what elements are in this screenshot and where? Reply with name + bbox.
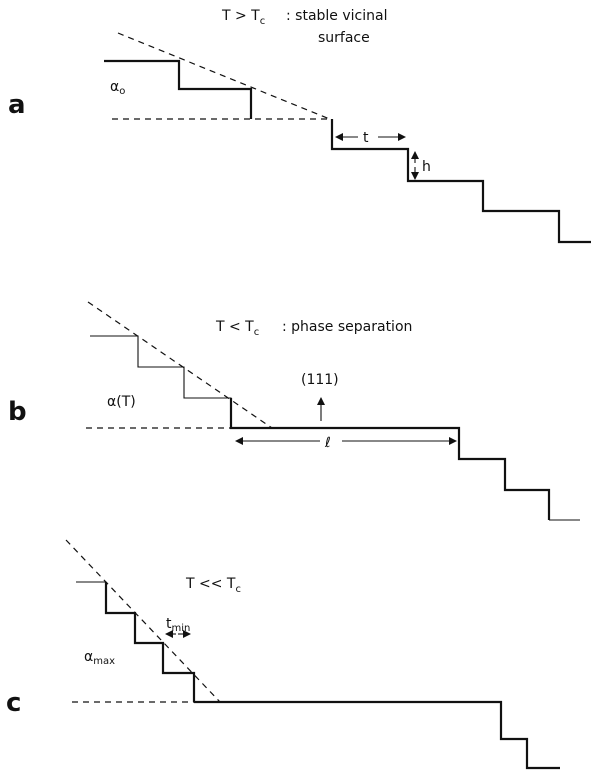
panel-b-letter: b xyxy=(8,397,27,427)
panel-a-height-label: h xyxy=(422,159,431,175)
panel-b-upper-steps xyxy=(90,335,232,428)
panel-a-letter: a xyxy=(8,90,26,120)
panel-c-vicinal-plane-line xyxy=(65,539,221,703)
panel-a-vicinal-plane-line xyxy=(117,32,333,121)
panel-b-description: : phase separation xyxy=(282,319,412,335)
panel-c: c T << Tc αmax tmin xyxy=(6,539,560,770)
panel-c-angle-label: αmax xyxy=(84,649,115,667)
panel-c-upper-steps-bold xyxy=(104,582,196,702)
panel-a-width-label: t xyxy=(363,130,369,146)
panel-a-description-line2: surface xyxy=(318,30,370,46)
panel-b-vicinal-plane-line xyxy=(87,301,273,429)
panel-c-staircase xyxy=(194,700,560,770)
panel-a: a T > Tc : stable vicinal surface αo t h xyxy=(8,8,591,244)
panel-b-angle-label: α(T) xyxy=(107,394,136,410)
panel-a-condition: T > Tc xyxy=(221,8,265,27)
panel-b-staircase xyxy=(229,398,551,520)
panel-a-staircase xyxy=(330,119,591,244)
panel-c-letter: c xyxy=(6,688,21,718)
panel-b: b T < Tc : phase separation α(T) (111) ℓ xyxy=(8,301,580,521)
panel-a-angle-label: αo xyxy=(110,79,125,97)
panel-a-upper-steps xyxy=(104,59,253,119)
panel-b-facet-label: (111) xyxy=(301,372,339,388)
panel-b-length-label: ℓ xyxy=(324,435,331,451)
panel-a-description-line1: : stable vicinal xyxy=(286,8,387,24)
panel-b-condition: T < Tc xyxy=(215,319,259,338)
panel-c-width-label: tmin xyxy=(166,616,190,634)
panel-c-condition: T << Tc xyxy=(185,576,241,595)
